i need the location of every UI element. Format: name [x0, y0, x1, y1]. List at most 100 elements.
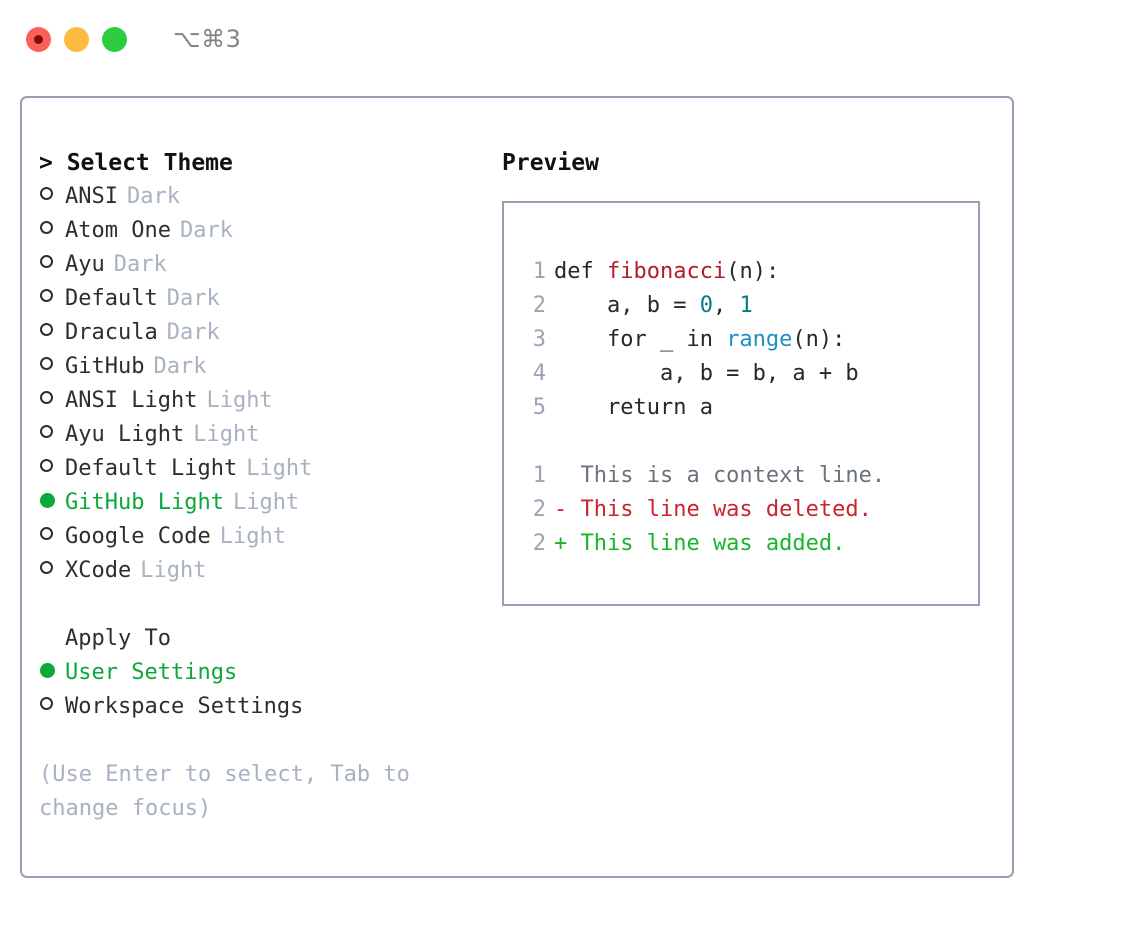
radio-dot: [40, 459, 53, 472]
line-number: 2: [532, 293, 546, 318]
preview-title: Preview: [502, 150, 599, 176]
radio-dot: [40, 187, 53, 200]
theme-option-label: GitHub Light: [65, 490, 224, 515]
code-line: 2 a, b = 0, 1: [524, 289, 885, 323]
code-line-text: for _ in range(n):: [546, 327, 845, 352]
apply-to-label: Apply To: [65, 626, 171, 651]
code-line-text: return a: [546, 395, 713, 420]
theme-option-label: Dracula: [65, 320, 158, 345]
code-line-text: a, b = b, a + b: [546, 361, 859, 386]
code-token-builtin: range: [726, 327, 793, 352]
line-number: 1: [532, 463, 546, 488]
radio-dot: [40, 221, 53, 234]
radio-dot: [40, 561, 53, 574]
theme-option-label: ANSI: [65, 184, 118, 209]
radio-dot: [40, 697, 53, 710]
radio-dot: [40, 323, 53, 336]
theme-variant-tag: Dark: [166, 320, 220, 345]
code-token-plain: def: [554, 259, 607, 284]
code-token-plain: for _ in: [554, 327, 727, 352]
theme-variant-tag: Dark: [179, 218, 233, 243]
diff-line-text: + This line was added.: [554, 531, 846, 556]
close-window-button[interactable]: [26, 26, 51, 52]
apply-option-user-settings[interactable]: User Settings: [39, 656, 489, 690]
line-number: 1: [532, 259, 546, 284]
code-line: 5 return a: [524, 391, 885, 425]
line-number: 5: [532, 395, 546, 420]
radio-dot: [40, 493, 55, 508]
keyboard-shortcut-label: ⌥⌘3: [173, 25, 242, 53]
theme-option-label: Atom One: [65, 218, 171, 243]
theme-variant-tag: Dark: [153, 354, 207, 379]
apply-option-workspace-settings[interactable]: Workspace Settings: [39, 690, 489, 724]
theme-option-atom-one[interactable]: Atom One Dark: [39, 214, 489, 248]
radio-dot: [40, 425, 53, 438]
theme-option-default-light[interactable]: Default Light Light: [39, 452, 489, 486]
radio-dot: [40, 391, 53, 404]
theme-option-label: Default: [65, 286, 158, 311]
theme-option-ayu[interactable]: Ayu Dark: [39, 248, 489, 282]
theme-variant-tag: Light: [193, 422, 260, 447]
radio-dot: [40, 357, 53, 370]
code-token-plain: (n):: [726, 259, 780, 284]
line-number: 3: [532, 327, 546, 352]
theme-option-label: XCode: [65, 558, 132, 583]
theme-variant-tag: Light: [246, 456, 313, 481]
theme-option-ansi[interactable]: ANSI Dark: [39, 180, 489, 214]
title-bar: ⌥⌘3: [0, 0, 1140, 78]
code-diff-separator: [524, 425, 885, 459]
theme-option-label: GitHub: [65, 354, 145, 379]
theme-option-github-light[interactable]: GitHub Light Light: [39, 486, 489, 520]
theme-variant-tag: Light: [219, 524, 286, 549]
close-icon: [34, 34, 43, 44]
theme-option-ansi-light[interactable]: ANSI Light Light: [39, 384, 489, 418]
line-number: 2: [532, 497, 546, 522]
theme-variant-tag: Dark: [113, 252, 167, 277]
minimize-window-button[interactable]: [64, 26, 89, 52]
code-token-plain: a, b = b, a + b: [554, 361, 859, 386]
diff-line-text: This is a context line.: [554, 463, 886, 488]
theme-picker-header: > Select Theme: [39, 150, 233, 176]
apply-option-label: User Settings: [65, 660, 238, 685]
code-token-num: 0: [699, 293, 713, 318]
diff-line-ctx: 1 This is a context line.: [524, 459, 885, 493]
code-line: 3 for _ in range(n):: [524, 323, 885, 357]
theme-option-label: ANSI Light: [65, 388, 198, 413]
code-token-num: 1: [739, 293, 753, 318]
theme-option-ayu-light[interactable]: Ayu Light Light: [39, 418, 489, 452]
theme-variant-tag: Dark: [166, 286, 220, 311]
diff-line-del: 2- This line was deleted.: [524, 493, 885, 527]
radio-dot: [40, 663, 55, 678]
code-line: 1 def fibonacci(n):: [524, 255, 885, 289]
line-number: 4: [532, 361, 546, 386]
theme-option-default[interactable]: Default Dark: [39, 282, 489, 316]
code-token-fn: fibonacci: [606, 259, 727, 284]
code-token-plain: ,: [712, 293, 740, 318]
theme-variant-tag: Light: [232, 490, 300, 515]
radio-dot: [40, 289, 53, 302]
code-token-plain: (n):: [792, 327, 846, 352]
zoom-window-button[interactable]: [102, 26, 127, 52]
code-token-plain: return a: [554, 395, 713, 420]
code-token-plain: a, b =: [554, 293, 700, 318]
code-line-text: a, b = 0, 1: [546, 293, 753, 318]
apply-option-label: Workspace Settings: [65, 694, 304, 719]
traffic-lights: [26, 26, 127, 52]
theme-option-github[interactable]: GitHub Dark: [39, 350, 489, 384]
line-number: 2: [532, 531, 546, 556]
theme-variant-tag: Light: [206, 388, 273, 413]
theme-option-label: Default Light: [65, 456, 238, 481]
theme-variant-tag: Dark: [126, 184, 180, 209]
theme-option-dracula[interactable]: Dracula Dark: [39, 316, 489, 350]
theme-option-label: Ayu: [65, 252, 105, 277]
theme-option-label: Ayu Light: [65, 422, 185, 447]
